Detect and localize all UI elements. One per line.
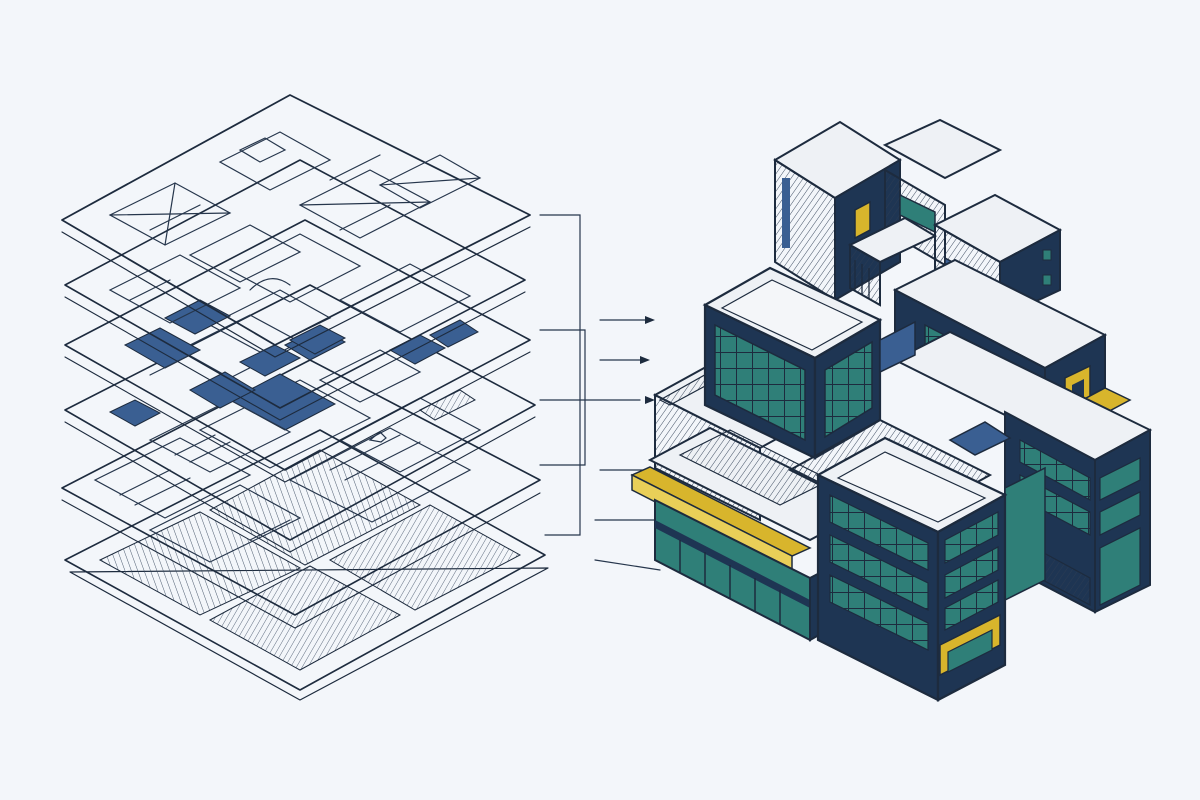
blueprint-stack	[61, 94, 549, 701]
building-front-tower	[815, 436, 1008, 702]
building-back-tower	[773, 120, 902, 302]
arrow-head-icon	[640, 356, 650, 364]
arrow-line-10	[594, 559, 661, 571]
arrow-line-5	[544, 399, 581, 536]
arrow-line-1	[539, 214, 581, 401]
arrow-line-4	[539, 399, 586, 466]
building-far-right	[892, 330, 1153, 614]
building-central-cube	[702, 266, 916, 460]
building-left-deck	[630, 426, 873, 642]
arrow-line-2	[539, 329, 586, 401]
building-middle-connector	[847, 216, 938, 307]
sheet-layer-1	[61, 94, 531, 358]
arrow-head-icon	[645, 396, 655, 404]
arrow-head-icon	[645, 316, 655, 324]
